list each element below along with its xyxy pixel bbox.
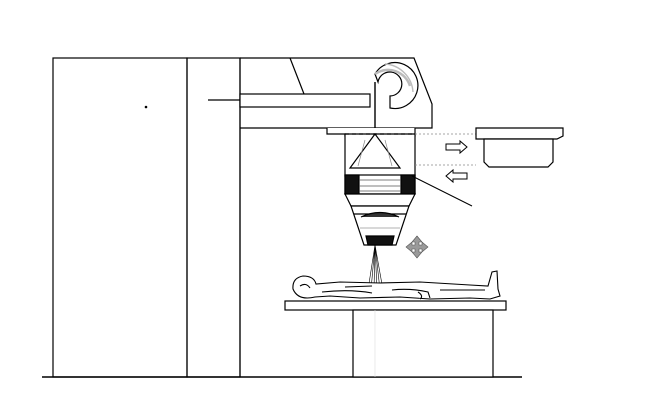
four-way-arrow-icon bbox=[405, 235, 429, 259]
arrow-right-icon bbox=[445, 139, 468, 155]
collimator bbox=[344, 193, 416, 246]
accessory-tray bbox=[475, 127, 564, 168]
accelerator-waveguide bbox=[208, 93, 371, 108]
pointer-line bbox=[411, 175, 473, 207]
gantry-stand bbox=[52, 57, 241, 378]
patient bbox=[292, 270, 501, 300]
bending-magnet bbox=[374, 61, 419, 110]
arrow-left-icon bbox=[445, 168, 468, 184]
treatment-couch bbox=[284, 300, 507, 378]
treatment-head bbox=[344, 132, 416, 195]
